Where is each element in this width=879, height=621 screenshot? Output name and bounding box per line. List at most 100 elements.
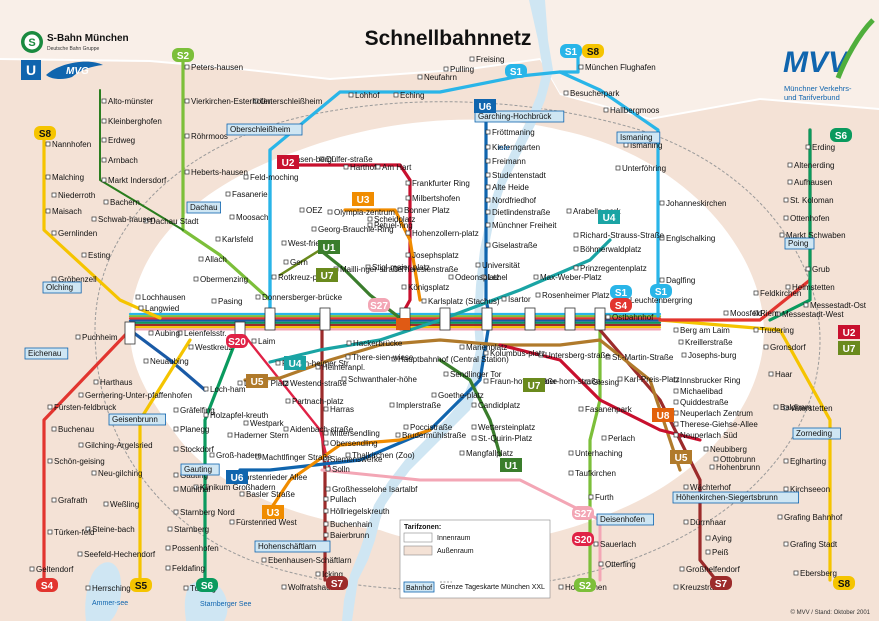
- station-marker[interactable]: [566, 208, 572, 214]
- station-marker[interactable]: [165, 565, 171, 571]
- station-marker[interactable]: [753, 310, 759, 316]
- station-marker[interactable]: [405, 180, 411, 186]
- station-marker[interactable]: [605, 314, 611, 320]
- station-marker[interactable]: [598, 561, 604, 567]
- station-marker[interactable]: [311, 226, 317, 232]
- station-marker[interactable]: [783, 405, 789, 411]
- station-marker[interactable]: [45, 141, 51, 147]
- station-marker[interactable]: [47, 529, 53, 535]
- station-marker[interactable]: [346, 340, 352, 346]
- station-marker[interactable]: [173, 472, 179, 478]
- station-marker[interactable]: [365, 264, 371, 270]
- station-marker[interactable]: [683, 484, 689, 490]
- station-marker[interactable]: [485, 158, 491, 164]
- station-marker[interactable]: [573, 265, 579, 271]
- hauptbahnhof-marker[interactable]: [396, 318, 410, 330]
- station-marker[interactable]: [705, 535, 711, 541]
- station-marker[interactable]: [227, 432, 233, 438]
- interchange-station[interactable]: [439, 307, 451, 331]
- station-marker[interactable]: [325, 486, 331, 492]
- station-marker[interactable]: [763, 344, 769, 350]
- station-marker[interactable]: [323, 440, 329, 446]
- station-marker[interactable]: [85, 526, 91, 532]
- interchange-station[interactable]: [124, 321, 136, 345]
- interchange-station[interactable]: [481, 307, 493, 331]
- station-marker[interactable]: [393, 266, 399, 272]
- station-marker[interactable]: [485, 209, 491, 215]
- station-marker[interactable]: [345, 354, 351, 360]
- station-marker[interactable]: [29, 566, 35, 572]
- station-marker[interactable]: [173, 426, 179, 432]
- station-marker[interactable]: [405, 252, 411, 258]
- station-marker[interactable]: [51, 497, 57, 503]
- station-marker[interactable]: [184, 133, 190, 139]
- station-marker[interactable]: [713, 456, 719, 462]
- station-marker[interactable]: [173, 407, 179, 413]
- station-marker[interactable]: [165, 545, 171, 551]
- station-marker[interactable]: [785, 284, 791, 290]
- station-marker[interactable]: [673, 410, 679, 416]
- station-marker[interactable]: [237, 380, 243, 386]
- station-marker[interactable]: [323, 406, 329, 412]
- station-marker[interactable]: [101, 118, 107, 124]
- station-marker[interactable]: [275, 360, 281, 366]
- station-marker[interactable]: [47, 458, 53, 464]
- station-marker[interactable]: [471, 435, 477, 441]
- station-marker[interactable]: [319, 156, 325, 162]
- station-marker[interactable]: [101, 98, 107, 104]
- station-marker[interactable]: [193, 276, 199, 282]
- station-marker[interactable]: [485, 129, 491, 135]
- station-marker[interactable]: [173, 446, 179, 452]
- station-marker[interactable]: [51, 426, 57, 432]
- station-marker[interactable]: [443, 371, 449, 377]
- station-marker[interactable]: [787, 179, 793, 185]
- station-marker[interactable]: [573, 246, 579, 252]
- station-marker[interactable]: [673, 584, 679, 590]
- station-marker[interactable]: [148, 330, 154, 336]
- station-marker[interactable]: [723, 310, 729, 316]
- station-marker[interactable]: [184, 64, 190, 70]
- station-marker[interactable]: [783, 197, 789, 203]
- station-marker[interactable]: [617, 376, 623, 382]
- station-marker[interactable]: [173, 486, 179, 492]
- station-marker[interactable]: [469, 56, 475, 62]
- station-marker[interactable]: [431, 392, 437, 398]
- station-marker[interactable]: [393, 92, 399, 98]
- station-marker[interactable]: [397, 207, 403, 213]
- station-marker[interactable]: [77, 551, 83, 557]
- station-marker[interactable]: [184, 98, 190, 104]
- station-marker[interactable]: [103, 199, 109, 205]
- station-marker[interactable]: [325, 466, 331, 472]
- station-marker[interactable]: [203, 412, 209, 418]
- station-marker[interactable]: [709, 464, 715, 470]
- station-marker[interactable]: [471, 424, 477, 430]
- station-marker[interactable]: [568, 450, 574, 456]
- station-marker[interactable]: [678, 339, 684, 345]
- station-marker[interactable]: [485, 172, 491, 178]
- station-marker[interactable]: [773, 404, 779, 410]
- station-marker[interactable]: [421, 298, 427, 304]
- station-marker[interactable]: [683, 519, 689, 525]
- station-marker[interactable]: [323, 532, 329, 538]
- station-marker[interactable]: [229, 214, 235, 220]
- station-marker[interactable]: [753, 290, 759, 296]
- station-marker[interactable]: [75, 334, 81, 340]
- station-marker[interactable]: [485, 184, 491, 190]
- station-marker[interactable]: [779, 232, 785, 238]
- station-marker[interactable]: [253, 98, 259, 104]
- station-marker[interactable]: [367, 222, 373, 228]
- station-marker[interactable]: [91, 470, 97, 476]
- station-marker[interactable]: [673, 388, 679, 394]
- station-marker[interactable]: [281, 240, 287, 246]
- station-marker[interactable]: [533, 274, 539, 280]
- station-marker[interactable]: [243, 174, 249, 180]
- station-marker[interactable]: [177, 330, 183, 336]
- station-marker[interactable]: [143, 218, 149, 224]
- station-marker[interactable]: [783, 458, 789, 464]
- station-marker[interactable]: [45, 174, 51, 180]
- station-marker[interactable]: [777, 514, 783, 520]
- station-marker[interactable]: [78, 392, 84, 398]
- station-marker[interactable]: [101, 157, 107, 163]
- station-marker[interactable]: [193, 484, 199, 490]
- station-marker[interactable]: [188, 344, 194, 350]
